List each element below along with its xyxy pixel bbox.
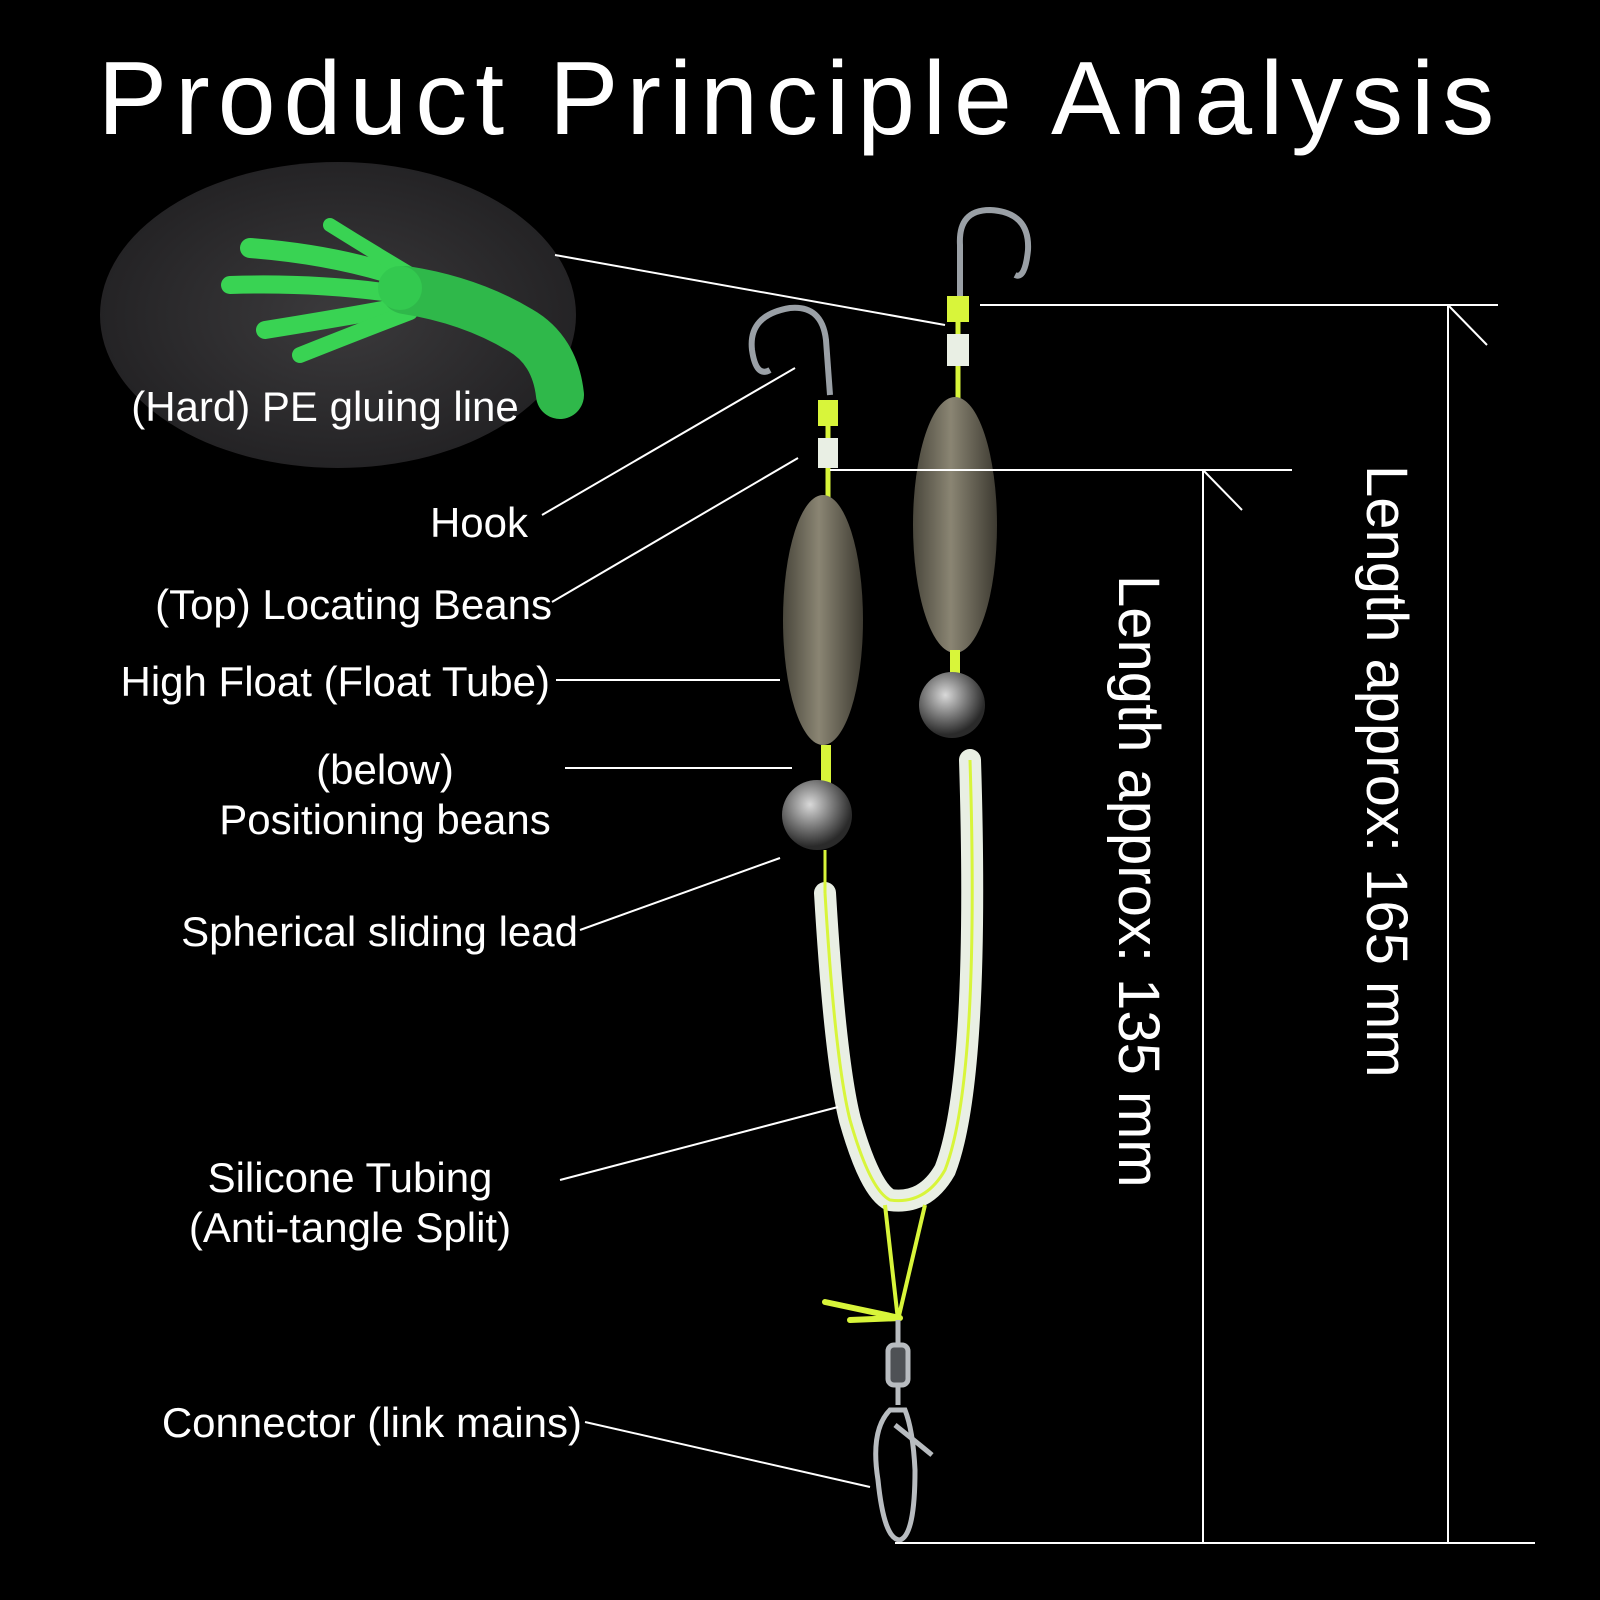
label-top-beans: (Top) Locating Beans bbox=[155, 581, 552, 628]
right-top-bean-2 bbox=[947, 334, 969, 366]
label-below-beans-1: (below) bbox=[316, 746, 454, 793]
pe-line-leader bbox=[554, 254, 946, 326]
silicone-inner-line bbox=[823, 759, 974, 1203]
right-lead-icon bbox=[919, 672, 985, 738]
lead-leader bbox=[579, 857, 781, 931]
label-connector: Connector (link mains) bbox=[161, 1399, 582, 1446]
label-silicone-1: Silicone Tubing bbox=[207, 1154, 493, 1201]
left-lead-icon bbox=[782, 780, 852, 850]
left-float-icon bbox=[783, 495, 863, 745]
silicone-leader bbox=[559, 1106, 839, 1181]
callout-lines bbox=[541, 254, 946, 1488]
right-hook-icon bbox=[956, 206, 1032, 300]
label-sliding-lead: Spherical sliding lead bbox=[181, 908, 578, 955]
hook-leader bbox=[541, 367, 796, 516]
label-below-beans-2: Positioning beans bbox=[219, 796, 551, 843]
left-top-bean-2 bbox=[818, 438, 838, 468]
top-beans-leader bbox=[551, 457, 799, 603]
right-float-icon bbox=[913, 397, 997, 653]
label-hook: Hook bbox=[429, 499, 528, 546]
label-high-float: High Float (Float Tube) bbox=[120, 658, 550, 705]
connector-icon bbox=[873, 1320, 934, 1543]
dimension-long: Length approx: 165 mm bbox=[1354, 465, 1419, 1078]
pe-line-strands-icon bbox=[221, 218, 584, 419]
dimension-lines bbox=[830, 304, 1535, 1544]
left-top-bean bbox=[818, 400, 838, 426]
knot-tags bbox=[822, 1299, 903, 1323]
left-hook-icon bbox=[748, 304, 833, 396]
label-pe-line: (Hard) PE gluing line bbox=[131, 383, 519, 430]
page-title: Product Principle Analysis bbox=[97, 41, 1503, 157]
connector-leader bbox=[584, 1421, 871, 1488]
right-top-bean bbox=[947, 296, 969, 322]
dimension-short: Length approx: 135 mm bbox=[1106, 575, 1171, 1188]
split-lines bbox=[883, 1204, 927, 1321]
label-silicone-2: (Anti-tangle Split) bbox=[188, 1204, 512, 1251]
